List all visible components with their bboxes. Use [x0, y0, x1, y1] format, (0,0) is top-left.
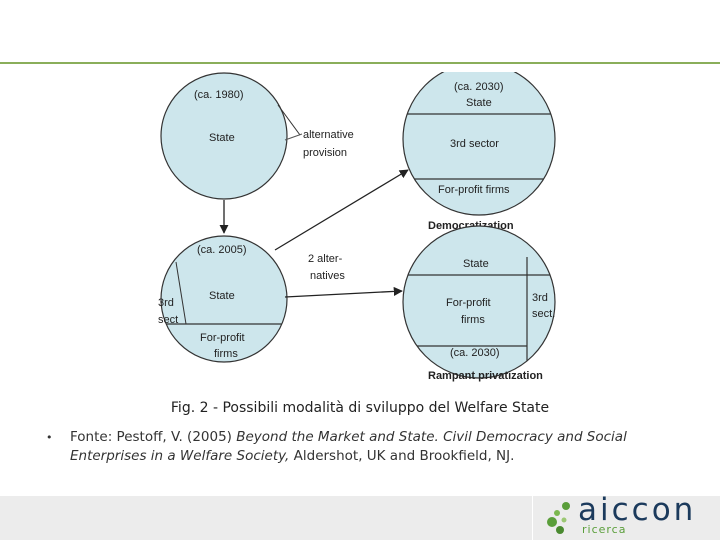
rampant-privatization-label: Rampant privatization: [428, 370, 543, 382]
circle-2030-democratization: (ca. 2030) State 3rd sector For-profit f…: [402, 62, 556, 216]
aiccon-logo: aiccon ricerca: [542, 492, 720, 540]
arrow-to-rampant-privatization: [284, 286, 403, 298]
alternative-provision-line-2: provision: [303, 147, 347, 159]
circle-2005-third-sector-divider: [175, 261, 187, 325]
privatization-for-profit-line-2: firms: [461, 314, 485, 326]
circle-2030-rampant-privatization: State For-profit firms 3rd sect. (ca. 20…: [402, 225, 556, 379]
welfare-state-diagram: (ca. 1980) State alternative provision (…: [150, 62, 570, 388]
privatization-year: (ca. 2030): [450, 347, 500, 359]
circle-privatization-shape: [402, 225, 556, 379]
privatization-state-label: State: [463, 258, 489, 270]
circle-1980: (ca. 1980) State: [160, 72, 301, 200]
circle-2005-for-profit-line-1: For-profit: [200, 332, 245, 344]
privatization-third-sector-line-1: 3rd: [532, 292, 548, 304]
arrow-to-democratization: [274, 169, 409, 251]
circle-2005-state-label: State: [209, 290, 235, 302]
democratization-for-profit-label: For-profit firms: [438, 184, 510, 196]
figure-caption: Fig. 2 - Possibili modalità di sviluppo …: [170, 400, 550, 416]
alternative-provision-divider: [277, 104, 301, 136]
circle-2005: (ca. 2005) State 3rd sect For-profit fir…: [158, 235, 288, 363]
circle-2005-shape: [160, 235, 288, 363]
privatization-for-profit-line-1: For-profit: [446, 297, 491, 309]
footer-bar: [0, 496, 720, 540]
footer-divider: [532, 496, 533, 540]
logo-subtitle-text: ricerca: [582, 523, 627, 536]
diagram-svg: (ca. 1980) State alternative provision (…: [158, 62, 556, 382]
democratization-state-label: State: [466, 97, 492, 109]
circle-2005-third-sector-line-2: sect: [158, 314, 178, 326]
circle-1980-year: (ca. 1980): [194, 89, 244, 101]
logo-brand-text: aiccon: [578, 492, 697, 528]
source-citation: • Fonte: Pestoff, V. (2005) Beyond the M…: [46, 428, 686, 466]
source-suffix: Aldershot, UK and Brookfield, NJ.: [289, 448, 515, 464]
source-prefix: Fonte: Pestoff, V. (2005): [70, 429, 237, 445]
top-divider-line: [0, 62, 720, 64]
circle-2005-for-profit-line-2: firms: [214, 348, 238, 360]
circle-1980-state-label: State: [209, 132, 235, 144]
circle-2005-year: (ca. 2005): [197, 244, 247, 256]
alternative-provision-line-1: alternative: [303, 129, 354, 141]
alternative-provision-pointer: [284, 133, 303, 141]
privatization-third-sector-line-2: sect.: [532, 308, 555, 320]
circle-1980-shape: [160, 72, 288, 200]
two-alternatives-line-2: natives: [310, 270, 345, 282]
circle-2005-third-sector-line-1: 3rd: [158, 297, 174, 309]
two-alternatives-line-1: 2 alter-: [308, 253, 343, 265]
source-title: Beyond the Market and State. Civil Democ…: [70, 429, 627, 464]
bullet-marker: •: [46, 431, 53, 444]
logo-dots-icon: [547, 502, 570, 534]
democratization-year: (ca. 2030): [454, 81, 504, 93]
democratization-third-sector-label: 3rd sector: [450, 138, 499, 150]
source-text: Fonte: Pestoff, V. (2005) Beyond the Mar…: [70, 428, 686, 466]
